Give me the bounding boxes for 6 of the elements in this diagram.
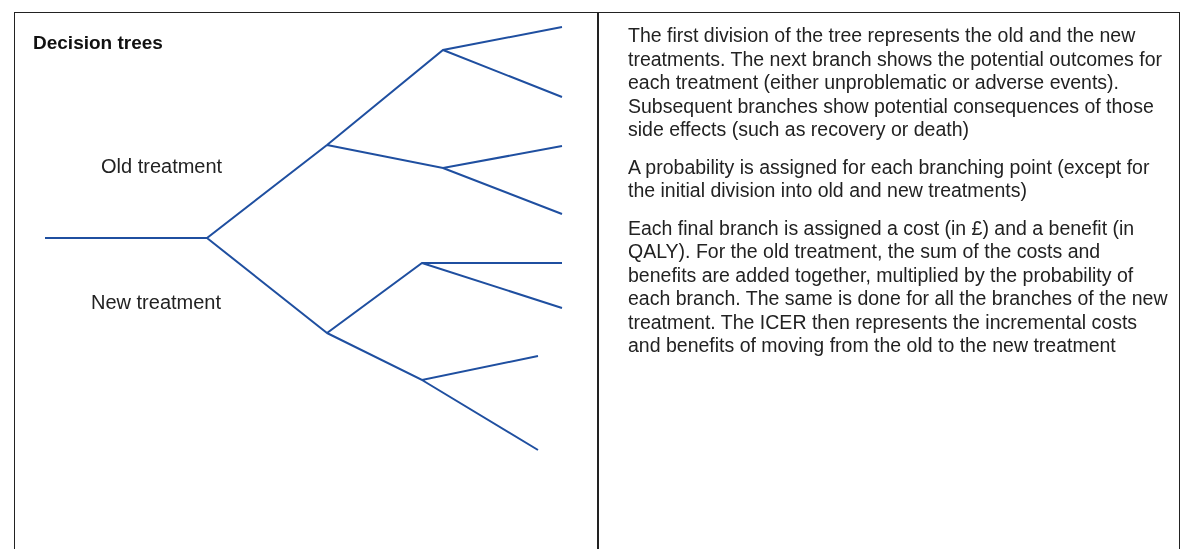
explanation-paragraph: The first division of the tree represents the old and the new treatments. The next branch shows the potential outcomes for each treatment (either unproblematic or adverse events). Subsequent branches show potential consequences of those side effects (such as recovery or death) [628,24,1163,142]
explanation-paragraph: Each final branch is assigned a cost (in £) and a benefit (in QALY). For the old treatment, the sum of the costs and benefits are added together, multiplied by the probability of each branch. The same is done for all the branches of the new treatment. The ICER then represents the incremental costs and benefits of moving from the old to the new treatment [628,216,1168,358]
branch-label: Old treatment [101,155,223,178]
branch-label: New treatment [91,291,222,314]
explanation-paragraph: A probability is assigned for each branching point (except for the initial division into old and new treatments) [628,155,1151,203]
title: Decision trees [33,32,163,54]
